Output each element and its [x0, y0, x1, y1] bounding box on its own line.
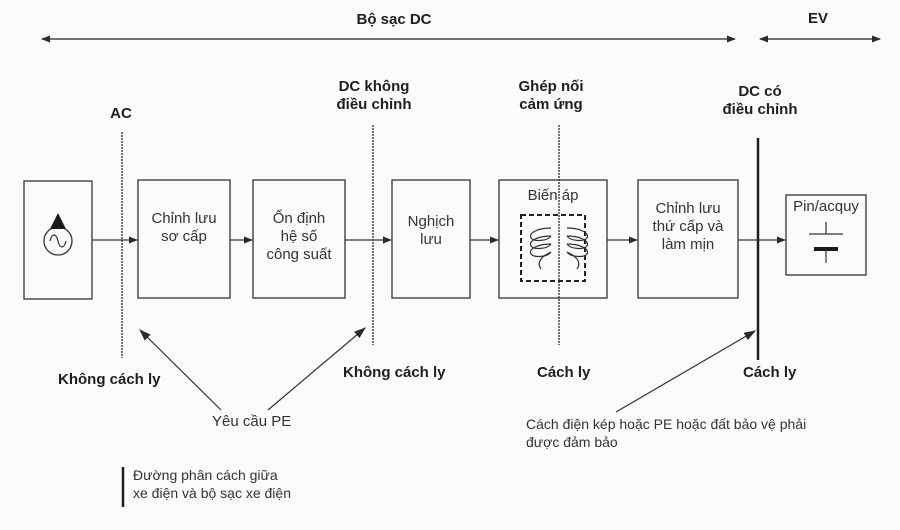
dc-regulated-isolation-label: Cách ly [743, 364, 797, 381]
legend-line-2: xe điện và bộ sạc xe điện [133, 485, 291, 502]
transformer-block [498, 179, 608, 299]
inverter-line-2: lưu [420, 231, 442, 248]
primary-rectifier-block [137, 179, 231, 299]
pe-required-note: Yêu cầu PE [212, 413, 292, 430]
ac-source-icon [43, 213, 73, 256]
primary-rectifier-label: Chỉnh lưu sơ cấp [151, 210, 216, 246]
coupling-line-2: cảm ứng [519, 96, 583, 113]
dc-charger-span-label: Bộ sạc DC [356, 11, 432, 28]
transformer-label: Biến áp [527, 187, 579, 204]
pe-arrow-right [267, 327, 366, 411]
pe-arrow-left [139, 329, 222, 411]
secondary-rectifier-label: Chỉnh lưu thứ cấp và làm mịn [653, 200, 724, 254]
inverter-line-1: Nghịch [407, 213, 455, 230]
ac-boundary-label: AC [110, 105, 132, 122]
pfc-line-3: công suất [266, 246, 332, 263]
pfc-label: Ổn định hệ số công suất [266, 210, 331, 264]
ev-span-label: EV [807, 10, 829, 27]
legend-line-1: Đường phân cách giữa [133, 467, 278, 483]
battery-label: Pin/acquy [793, 198, 859, 215]
secondary-rectifier-line-2: thứ cấp và [652, 218, 724, 235]
legend-text: Đường phân cách giữa xe điện và bộ sạc x… [133, 466, 291, 502]
battery-icon [809, 222, 843, 263]
secondary-rectifier-line-1: Chỉnh lưu [655, 200, 721, 217]
coupling-line-1: Ghép nối [518, 78, 584, 95]
secondary-rectifier-line-3: làm mịn [661, 236, 715, 253]
dc-regulated-line-1: DC có [738, 83, 782, 100]
secondary-rectifier-block [637, 179, 739, 299]
inverter-label: Nghịch lưu [408, 213, 455, 249]
pfc-line-2: hệ số [280, 228, 318, 245]
pfc-line-1: Ổn định [272, 210, 326, 227]
coupling-isolation-label: Cách ly [537, 364, 591, 381]
dc-unregulated-line-1: DC không [338, 78, 410, 95]
primary-rectifier-line-2: sơ cấp [161, 228, 207, 245]
coupling-boundary-label: Ghép nối cảm ứng [519, 78, 584, 114]
dc-unregulated-isolation-label: Không cách ly [343, 364, 446, 381]
double-insulation-line-2: được đảm bảo [526, 434, 618, 451]
dc-regulated-line-2: điều chỉnh [722, 101, 798, 118]
double-insulation-note: Cách điện kép hoặc PE hoặc đất bảo vệ ph… [526, 415, 806, 451]
double-insulation-line-1: Cách điện kép hoặc PE hoặc đất bảo vệ ph… [526, 416, 807, 432]
battery-block [785, 194, 867, 276]
dc-unregulated-line-2: điều chỉnh [336, 96, 412, 113]
transformer-coil-icon [520, 214, 589, 282]
ac-isolation-label: Không cách ly [58, 371, 161, 388]
pfc-block [252, 179, 346, 299]
insulation-arrow [615, 330, 757, 413]
dc-regulated-boundary-label: DC có điều chỉnh [723, 83, 798, 119]
primary-rectifier-line-1: Chỉnh lưu [151, 210, 217, 227]
dc-unregulated-boundary-label: DC không điều chỉnh [337, 78, 412, 114]
inverter-block [391, 179, 471, 299]
